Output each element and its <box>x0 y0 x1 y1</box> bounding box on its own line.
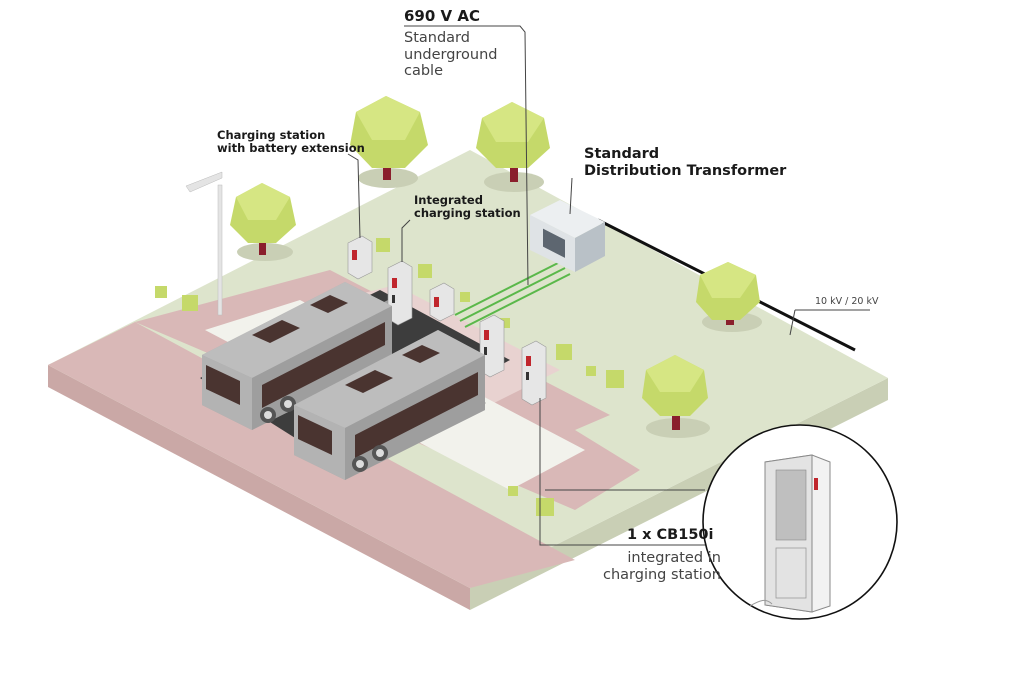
cable-desc-line-2: underground <box>404 46 498 63</box>
cable-desc-line-1: Standard <box>404 30 470 46</box>
integrated-station-label: Integrated charging station <box>414 193 521 221</box>
charging-station-icon <box>521 340 547 406</box>
battery-cabinet-icon <box>702 424 898 620</box>
bushes <box>155 238 624 516</box>
transformer-line-2: Distribution Transformer <box>584 162 787 179</box>
battery-station-line-1: Charging station <box>217 128 326 142</box>
transformer-line-1: Standard <box>584 146 660 162</box>
tree-icon <box>230 183 296 261</box>
cable-voltage-label: 690 V AC <box>404 7 480 25</box>
cable-description-label: Standard underground cable <box>404 30 498 80</box>
tree-icon <box>476 102 550 192</box>
integrated-station-line-1: Integrated <box>414 193 483 207</box>
tree-icon <box>350 96 428 188</box>
bus-icon <box>294 330 485 480</box>
street-lamp-icon <box>185 171 223 316</box>
charging-station-icon <box>347 235 373 280</box>
tree-icon <box>696 262 762 332</box>
cb-desc-line-1: integrated in <box>627 550 721 566</box>
integrated-station-line-2: charging station <box>414 206 521 221</box>
grid-voltage-label: 10 kV / 20 kV <box>815 296 879 307</box>
bus-icon <box>202 282 392 430</box>
battery-station-label: Charging station with battery extension <box>217 128 365 156</box>
cable-desc-line-3: cable <box>404 63 444 80</box>
charging-station-icon <box>429 282 455 322</box>
leader-lines <box>347 25 870 546</box>
transformer-label: Standard Distribution Transformer <box>584 146 786 179</box>
cb-desc-line-2: charging station <box>603 566 721 583</box>
transformer-icon <box>530 200 605 272</box>
tree-icon <box>642 355 710 438</box>
battery-station-line-2: with battery extension <box>217 141 365 156</box>
underground-cable <box>454 261 571 328</box>
cb-model-label: 1 x CB150i <box>627 527 714 543</box>
cb-description-label: integrated in charging station <box>603 550 721 583</box>
